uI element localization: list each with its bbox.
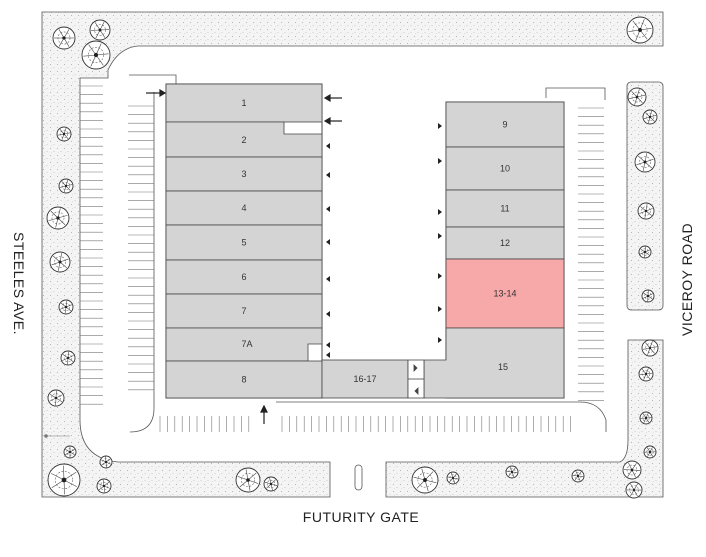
tree-icon: [47, 463, 81, 497]
unit-12[interactable]: [445, 226, 565, 260]
tree-icon: [637, 202, 655, 220]
tree-icon: [642, 109, 658, 125]
unit-4[interactable]: [165, 190, 323, 226]
tree-icon: [99, 455, 113, 469]
unit-1[interactable]: [165, 83, 323, 123]
tree-icon: [58, 299, 74, 315]
arrow-left-icon: [326, 239, 330, 245]
tree-icon: [46, 206, 70, 230]
unit-label-15: 15: [498, 362, 508, 372]
unit-7[interactable]: [165, 293, 323, 329]
street-label-viceroy: VICEROY ROAD: [679, 223, 695, 336]
unit-8[interactable]: [165, 360, 323, 399]
unit-16-17[interactable]: [321, 359, 409, 399]
arrow-left-icon: [326, 342, 330, 348]
tree-icon: [446, 471, 460, 485]
lot-curbs: [129, 74, 607, 433]
arrow-right-icon: [438, 306, 442, 312]
unit-15[interactable]: [423, 327, 565, 399]
entrance-arrows: [326, 123, 442, 358]
tree-icon: [47, 389, 65, 407]
unit-3[interactable]: [165, 156, 323, 192]
tree-icon: [89, 19, 111, 41]
street-label-steeles: STEELES AVE.: [11, 232, 27, 335]
tree-icon: [571, 469, 585, 483]
unit-label-7a: 7A: [241, 339, 252, 349]
unit-label-9: 9: [502, 120, 507, 130]
trees: [46, 16, 659, 499]
tree-icon: [96, 478, 112, 494]
tree-icon: [639, 411, 653, 425]
unit-5[interactable]: [165, 224, 323, 261]
tree-icon: [638, 366, 654, 382]
unit-label-5: 5: [241, 238, 246, 248]
tree-icon: [643, 445, 657, 459]
unit-label-4: 4: [241, 203, 246, 213]
arrow-right-icon: [438, 123, 442, 129]
tree-icon: [60, 350, 76, 366]
arrow-right-icon: [438, 337, 442, 343]
tree-icon: [81, 40, 111, 70]
unit-6[interactable]: [165, 259, 323, 295]
arrow-right-icon: [438, 273, 442, 279]
entry-arrows-large: [146, 88, 342, 424]
arrow-left-icon: [326, 143, 330, 149]
tree-icon: [58, 178, 74, 194]
tree-icon: [626, 16, 654, 44]
unit-label-8: 8: [241, 375, 246, 385]
unit-label-10: 10: [500, 164, 510, 174]
tree-icon: [627, 87, 647, 107]
unit-9[interactable]: [445, 101, 565, 148]
doorway: [407, 359, 425, 399]
tree-icon: [63, 445, 77, 459]
tree-icon: [634, 151, 656, 173]
arrow-right-icon: [438, 233, 442, 239]
unit-label-3: 3: [241, 169, 246, 179]
tree-icon: [622, 460, 642, 480]
unit-label-7: 7: [241, 306, 246, 316]
arrow-left-icon: [326, 352, 330, 358]
arrow-right-icon: [438, 209, 442, 215]
landscape-right-island: [626, 81, 664, 311]
unit-label-11: 11: [500, 204, 509, 214]
unit-label-12: 12: [500, 238, 510, 248]
tree-icon: [641, 339, 659, 357]
unit-label-16-17: 16-17: [353, 374, 376, 384]
unit-label-13-14: 13-14: [493, 289, 516, 299]
arrow-left-icon: [326, 276, 330, 282]
entrance-median: [354, 464, 363, 491]
tree-icon: [625, 481, 643, 499]
street-label-futurity: FUTURITY GATE: [303, 509, 419, 525]
arrow-left-icon: [326, 311, 330, 317]
tree-icon: [49, 251, 71, 273]
arrow-left-icon: [326, 206, 330, 212]
tree-icon: [505, 465, 519, 479]
tree-icon: [641, 289, 655, 303]
landscape-top-left: [41, 11, 664, 498]
unit-label-2: 2: [241, 135, 246, 145]
landscape-strips: [41, 11, 664, 498]
tree-icon: [52, 26, 76, 50]
scale-marker: [44, 434, 70, 438]
tree-icon: [411, 466, 439, 494]
tree-icon: [638, 245, 652, 259]
unit-label-6: 6: [241, 272, 246, 282]
tree-icon: [56, 126, 72, 142]
arrow-right-icon: [438, 158, 442, 164]
arrow-left-icon: [326, 172, 330, 178]
tree-icon: [235, 467, 261, 493]
unit-13-14[interactable]: [445, 258, 565, 329]
parking-stalls: [80, 85, 604, 432]
unit-label-1: 1: [241, 98, 246, 108]
tree-icon: [263, 476, 279, 492]
unit-11[interactable]: [445, 189, 565, 228]
